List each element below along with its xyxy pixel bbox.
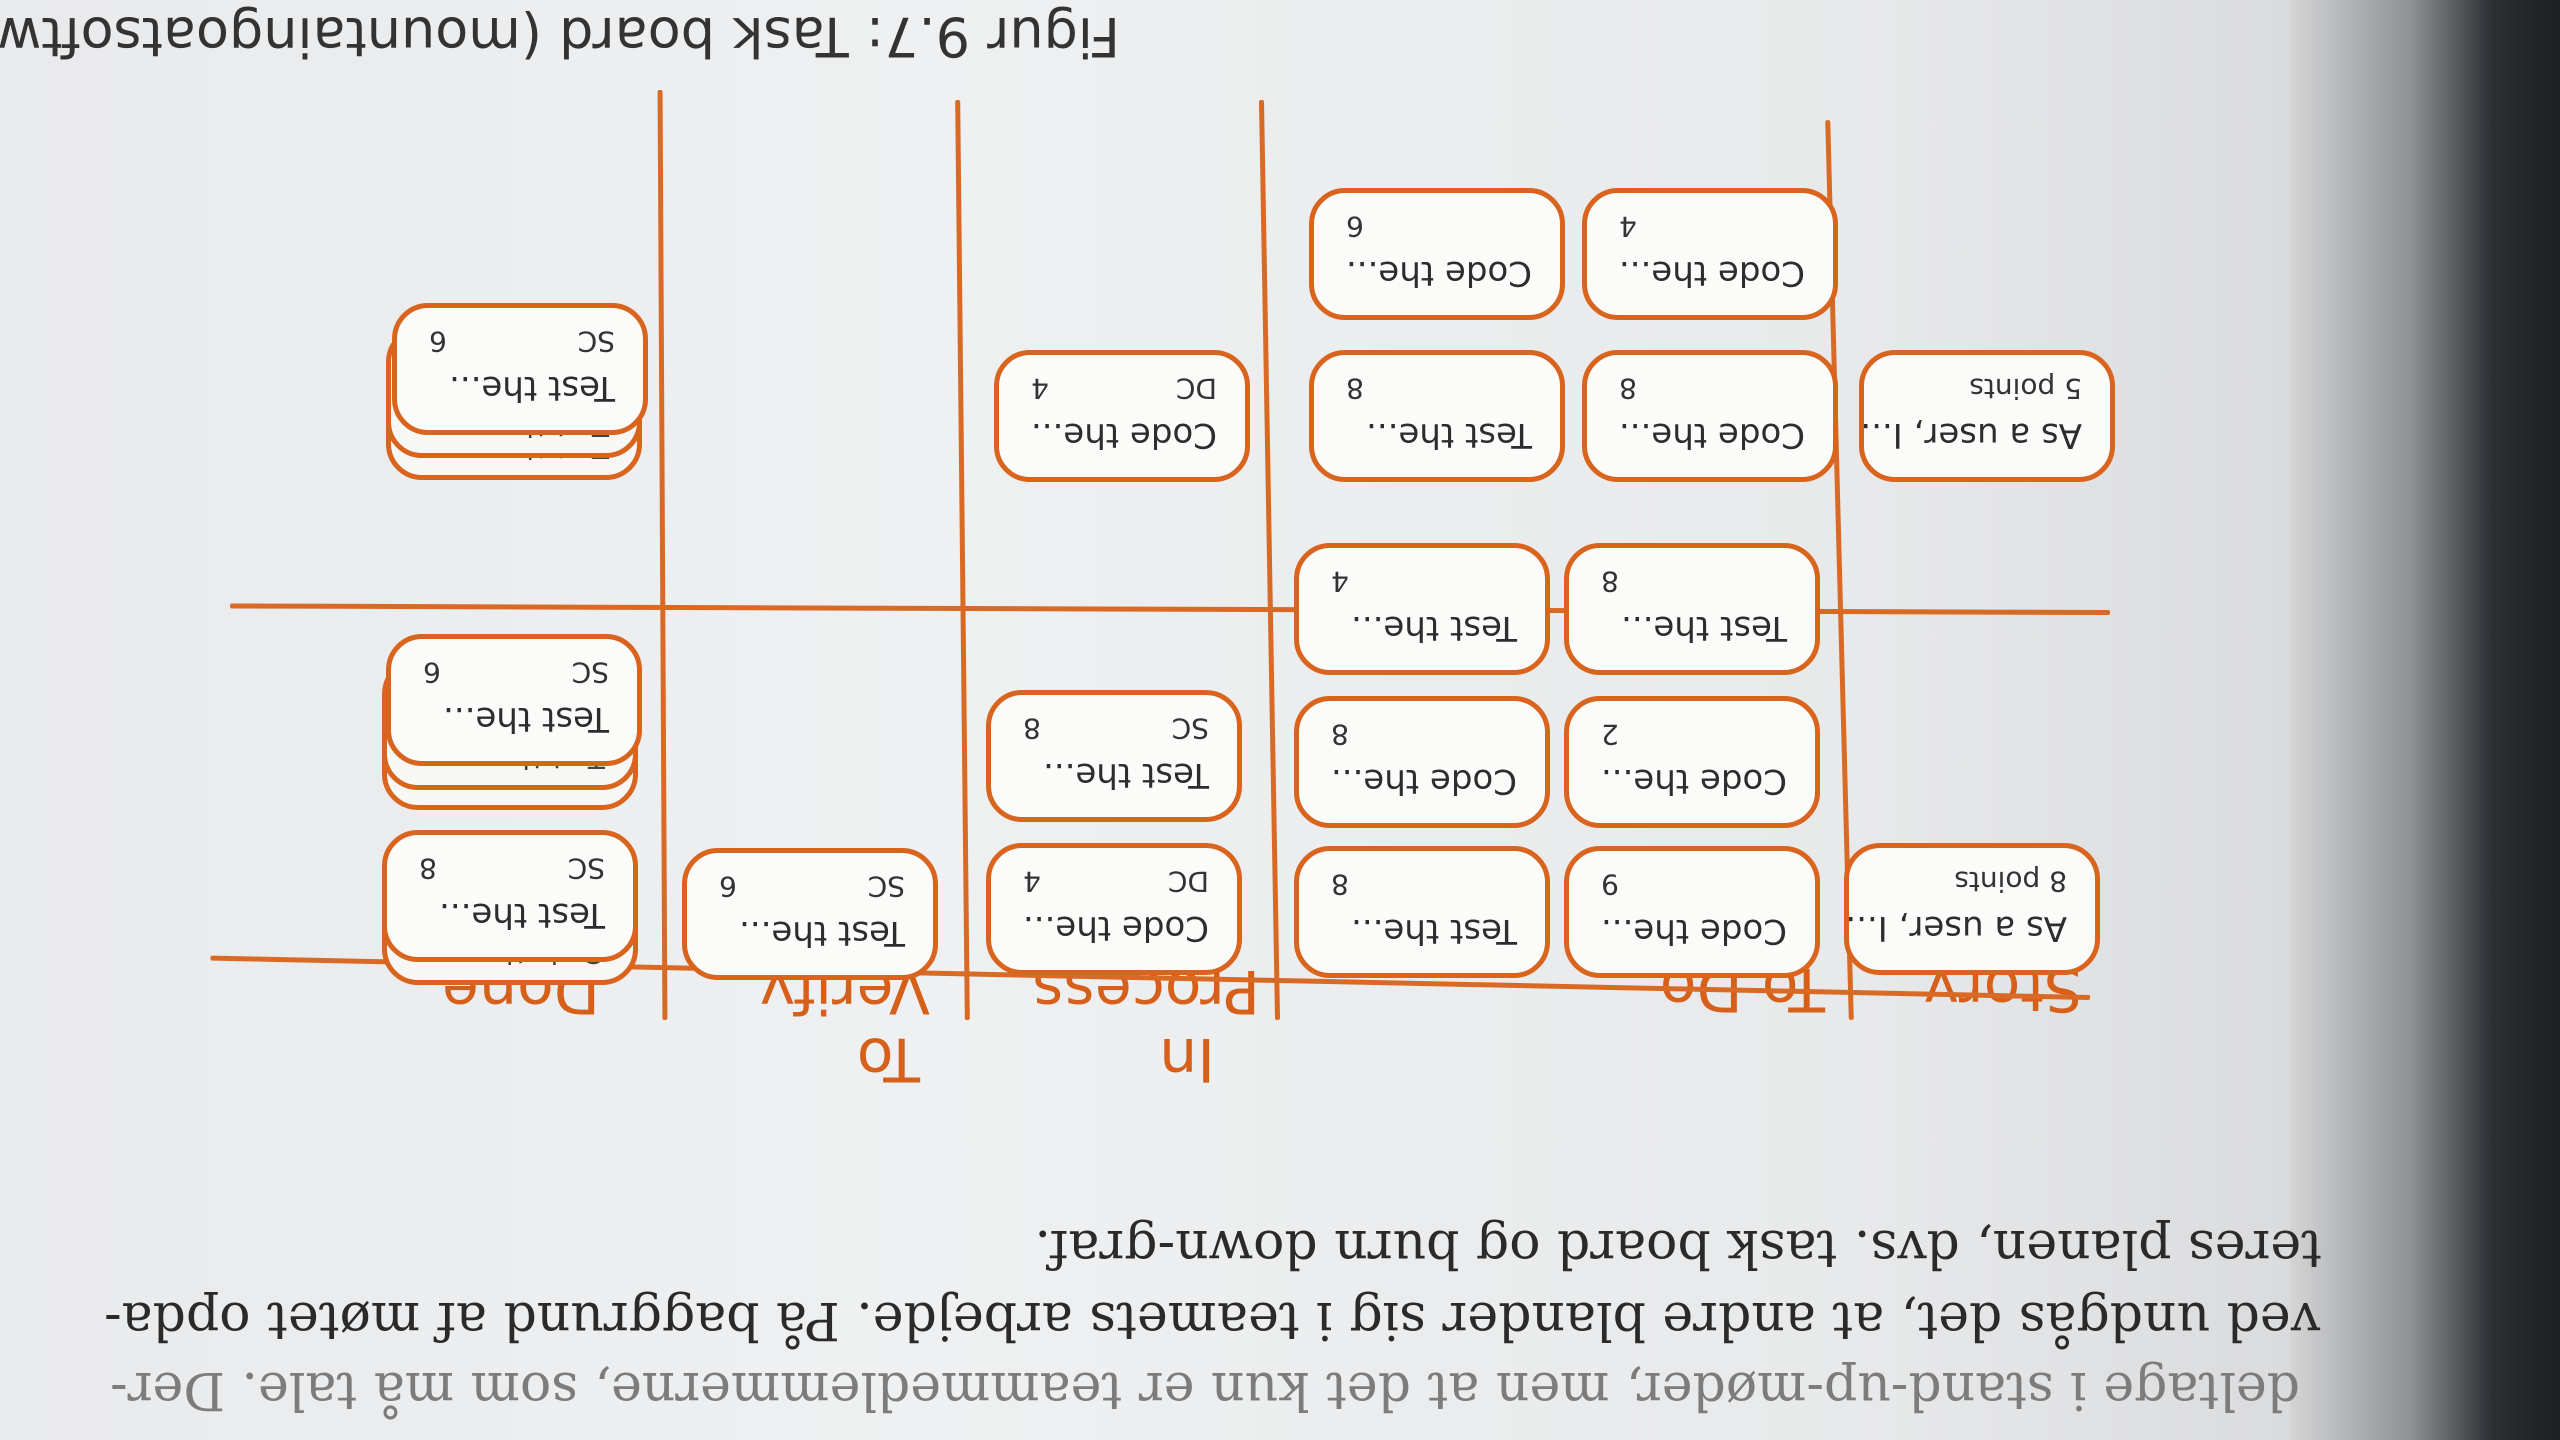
task-points: 8 [1023,712,1041,745]
task-title: Test the... [1621,608,1787,648]
story-title: As a user, I... [1845,908,2067,948]
col-divider-4 [657,89,668,1021]
task-points: 8 [1331,868,1349,901]
story-title: As a user, I... [1860,415,2082,455]
task-title: Test the... [1366,415,1532,455]
task-title: Code the... [1600,911,1787,951]
story-card-row-2: As a user, I... 5 points [1859,350,2115,482]
task-owner: SC [571,656,609,689]
task-points: 4 [1619,210,1637,243]
task-points: 6 [423,656,441,689]
task-title: Test the... [449,368,615,408]
task-owner: SC [1171,712,1209,745]
task-points: 8 [1619,372,1637,405]
task-title: Code the... [1618,253,1805,293]
task-card: Test the... 4 [1294,543,1550,675]
task-owner: DC [1167,865,1209,898]
task-title: Code the... [1618,415,1805,455]
task-card: Code the... DC 4 [994,350,1250,482]
task-title: Code the... [1330,761,1517,801]
task-card: Code the... 2 [1564,696,1820,828]
task-title: Test the... [1043,755,1209,795]
task-title: Code the... [1022,908,1209,948]
task-card: Test the... 8 [1309,350,1565,482]
task-title: Code the... [1030,415,1217,455]
story-card-row-1: As a user, I... 8 points [1844,843,2100,975]
task-owner: DC [1175,372,1217,405]
task-points: 6 [1346,210,1364,243]
figure-caption: Figur 9.7: Task board (mountaingoatsoftw… [0,5,1120,68]
task-title: Test the... [1351,911,1517,951]
task-points: 8 [419,852,437,885]
task-card: Code the... 9 [1564,846,1820,978]
col-divider-3 [955,99,970,1021]
task-owner: SC [577,325,615,358]
body-text-line-1: deltage i stand-up-møder, men at det kun… [110,1360,2300,1420]
task-card: Test the... SC 8 [382,830,638,962]
body-text-line-3: teres planen, dvs. task board og burn do… [1034,1218,2322,1278]
task-points: 6 [719,870,737,903]
task-card: Test the... SC 6 [682,848,938,980]
column-header-inprocess-1: In [1159,1024,1215,1094]
task-points: 4 [1331,565,1349,598]
body-text-line-2: ved undgås det, at andre blander sig i t… [104,1290,2320,1350]
task-card: Code the... 4 [1582,188,1838,320]
task-points: 4 [1023,865,1041,898]
task-card: Test the... 8 [1294,846,1550,978]
column-header-toverify-1: To [856,1024,920,1094]
task-points: 9 [1601,868,1619,901]
task-title: Test the... [739,913,905,953]
task-points: 4 [1031,372,1049,405]
col-divider-2 [1258,100,1281,1020]
task-title: Test the... [443,699,609,739]
task-card: Test the... SC 8 [986,690,1242,822]
book-spine-shadow [2290,0,2560,1440]
task-owner: SC [567,852,605,885]
task-points: 2 [1601,718,1619,751]
task-card: Test the... 8 [1564,543,1820,675]
task-points: 8 [1331,718,1349,751]
story-points: 5 points [1969,372,2082,405]
task-owner: SC [867,870,905,903]
task-title: Code the... [1600,761,1787,801]
task-points: 8 [1601,565,1619,598]
row-divider [230,603,2111,615]
task-card: Code the... DC 4 [986,843,1242,975]
task-title: Test the... [439,895,605,935]
task-card: Code the... 6 [1309,188,1565,320]
task-card: Code the... 8 [1582,350,1838,482]
story-points: 8 points [1954,865,2067,898]
task-card: Test the... SC 6 [386,634,642,766]
task-card: Code the... 8 [1294,696,1550,828]
task-points: 6 [429,325,447,358]
task-card: Test the... SC 6 [392,303,648,435]
task-title: Test the... [1351,608,1517,648]
task-points: 8 [1346,372,1364,405]
task-title: Code the... [1345,253,1532,293]
